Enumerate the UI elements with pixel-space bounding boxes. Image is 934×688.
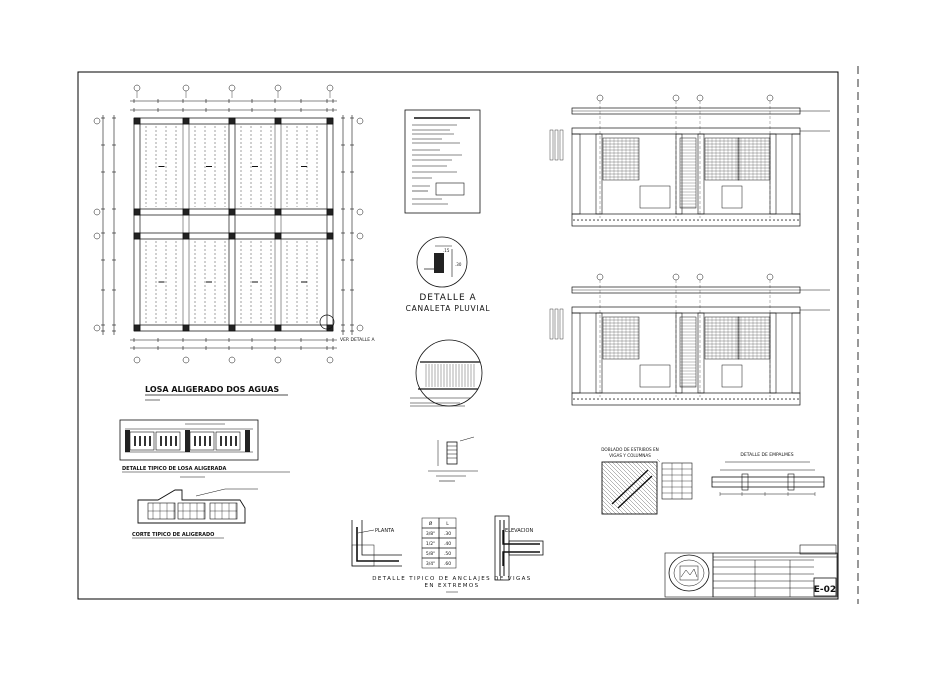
stirrup-subtitle: VIGAS Y COLUMNAS	[609, 453, 651, 458]
splice-title: DETALLE DE EMPALMES	[740, 452, 793, 458]
cut-caption: CORTE TIPICO DE ALIGERADO	[132, 532, 214, 538]
detail-a-subtitle: CANALETA PLUVIAL	[406, 304, 491, 313]
column-section	[428, 436, 478, 482]
svg-text:.30: .30	[455, 262, 462, 267]
anchor-table-cell: L	[446, 521, 449, 527]
detail-callout: VER DETALLE A	[340, 337, 376, 343]
slab-section-caption: DETALLE TIPICO DE LOSA ALIGERADA	[122, 466, 227, 472]
anchor-table-cell: .40	[444, 541, 451, 547]
roof-plan-title: LOSA ALIGERADO DOS AGUAS	[145, 385, 279, 394]
sheet-frame	[77, 71, 839, 600]
label-planta: PLANTA	[375, 528, 395, 534]
detail-a: .15 .30 DETALLE A CANALETA PLUVIAL	[406, 236, 491, 313]
anchor-table-cell: Ø	[429, 520, 433, 527]
beam-detail-caption-2: EN EXTREMOS	[424, 583, 479, 589]
anchor-table-cell: .60	[444, 561, 451, 567]
svg-text:.15: .15	[443, 248, 450, 253]
anchor-table-cell: 1/2"	[426, 541, 435, 547]
stirrup-detail: DOBLADO DE ESTRIBOS EN VIGAS Y COLUMNAS	[601, 447, 693, 515]
anchor-table-cell: 3/4"	[426, 561, 435, 567]
municipal-seal	[668, 554, 710, 592]
detail-a-title: DETALLE A	[419, 293, 476, 303]
splice-detail: DETALLE DE EMPALMES	[711, 452, 825, 496]
typical-cut: CORTE TIPICO DE ALIGERADO	[132, 488, 258, 539]
beam-detail-caption: DETALLE TIPICO DE ANCLAJES DE VIGAS	[372, 576, 531, 582]
stirrup-title: DOBLADO DE ESTRIBOS EN	[601, 447, 659, 452]
label-elevacion: ELEVACION	[505, 528, 533, 534]
title-block: E-02	[664, 544, 838, 598]
anchor-table-cell: 3/8"	[426, 531, 435, 537]
general-notes-box	[404, 109, 481, 214]
elevation-upper	[549, 94, 830, 227]
anchor-table-cell: 5/8"	[426, 551, 435, 557]
sheet-code: E-02	[814, 585, 836, 595]
slab-typical-section: DETALLE TIPICO DE LOSA ALIGERADA	[119, 419, 290, 478]
eave-detail	[410, 339, 483, 407]
detail-a-marker	[319, 314, 335, 330]
anchor-table-cell: .30	[444, 531, 451, 537]
anchor-table-cell: .50	[444, 551, 451, 557]
beam-anchor-detail: PLANTA Ø L 3/8" .30 1/2" .40 5/8" .50 3/4" .60 EL…	[351, 515, 544, 593]
roof-slab-plan: VER DETALLE A LOSA ALIGERADO DOS AGUAS	[93, 84, 376, 401]
elevation-lower	[549, 273, 830, 406]
